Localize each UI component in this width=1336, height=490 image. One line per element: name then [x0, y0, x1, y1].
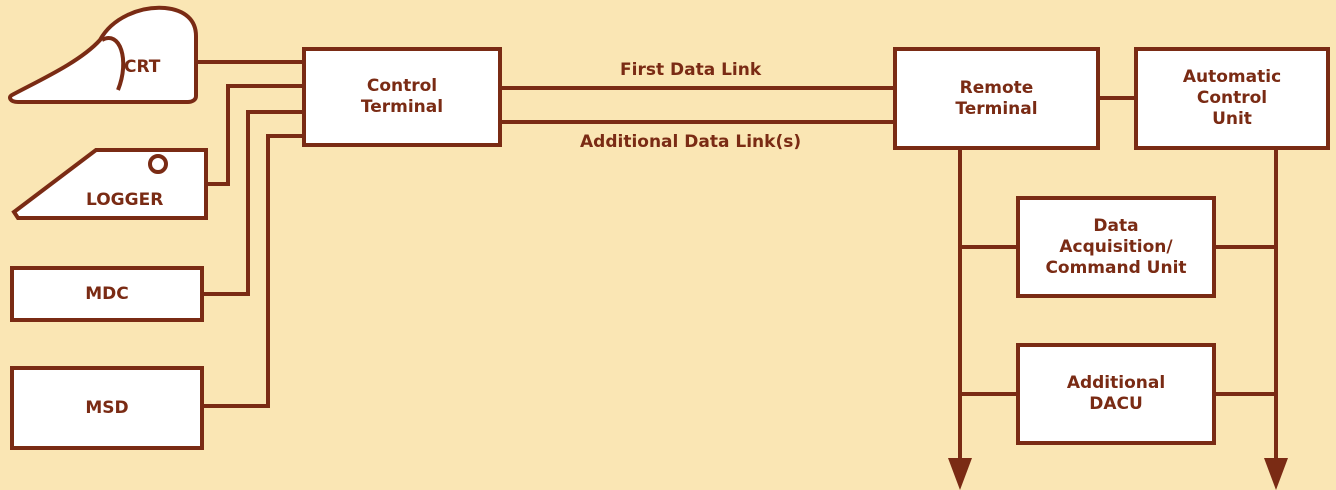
crt-screen-curve [101, 36, 126, 91]
dacu-line2: Acquisition/ [1059, 236, 1173, 257]
dacu-box: Data Acquisition/ Command Unit [1016, 196, 1216, 298]
remote-terminal-line1: Remote [959, 77, 1034, 98]
crt-label: CRT [124, 57, 161, 77]
automatic-control-unit-box: Automatic Control Unit [1134, 47, 1330, 150]
acu-line3: Unit [1212, 109, 1252, 129]
mdc-label: MDC [85, 283, 129, 304]
logger-wire [206, 84, 302, 186]
dacu-line3: Command Unit [1045, 257, 1187, 278]
first-data-link-label: First Data Link [620, 60, 762, 80]
remote-terminal-box: Remote Terminal [893, 47, 1100, 150]
remote-terminal-line2: Terminal [955, 98, 1038, 119]
acu-line2: Control [1196, 88, 1268, 108]
msd-box: MSD [10, 366, 204, 450]
crt-device-shape [8, 5, 198, 104]
additional-dacu-line1: Additional [1066, 373, 1166, 393]
additional-dacu-box: Additional DACU [1016, 343, 1216, 445]
mdc-wire [202, 110, 302, 296]
msd-wire [202, 134, 302, 408]
additional-data-link-label: Additional Data Link(s) [580, 132, 802, 152]
dacu-line1: Data [1093, 215, 1139, 236]
control-terminal-line2: Terminal [360, 97, 444, 117]
remote-bus-arrow-icon [948, 458, 972, 490]
msd-label: MSD [85, 397, 129, 418]
mdc-box: MDC [10, 266, 204, 322]
control-terminal-box: Control Terminal [302, 47, 502, 147]
acu-line1: Automatic [1182, 67, 1282, 87]
logger-knob-icon [148, 154, 168, 174]
logger-label: LOGGER [86, 190, 164, 210]
control-terminal-line1: Control [366, 76, 438, 96]
acu-bus-arrow-icon [1264, 458, 1288, 490]
additional-dacu-line2: DACU [1089, 394, 1143, 414]
